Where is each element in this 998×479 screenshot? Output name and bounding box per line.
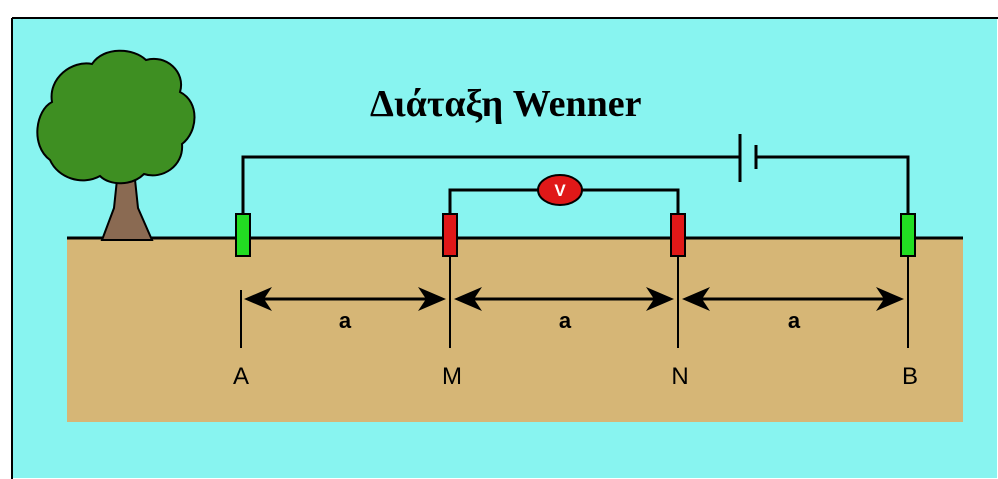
potential-circuit-wire-left <box>448 188 540 214</box>
electrode-A <box>235 213 251 257</box>
current-circuit-wire <box>241 155 740 214</box>
tree-icon <box>36 49 196 241</box>
distance-arrow-NB <box>682 287 904 311</box>
title-background <box>360 75 720 133</box>
distance-label-MN: a <box>559 308 572 333</box>
point-label-M: M <box>442 363 462 390</box>
diagram-title: Διάταξη Wenner <box>370 83 642 125</box>
distance-arrow-AM <box>244 287 446 311</box>
soil-block <box>67 238 963 422</box>
distance-label-NB: a <box>788 308 801 333</box>
point-label-B: B <box>902 363 918 390</box>
electrode-M <box>442 213 458 257</box>
point-label-N: N <box>671 363 688 390</box>
potential-circuit-wire-right <box>580 188 680 214</box>
electrode-B <box>900 213 916 257</box>
distance-label-AM: a <box>339 308 352 333</box>
electrode-N <box>670 213 686 257</box>
point-label-A: A <box>233 363 249 390</box>
battery-icon <box>738 134 758 182</box>
voltmeter-label: V <box>554 181 566 200</box>
distance-arrow-MN <box>454 287 674 311</box>
current-circuit-wire-right <box>756 155 910 214</box>
tree-foliage <box>36 49 196 185</box>
voltmeter-icon: V <box>537 174 583 206</box>
